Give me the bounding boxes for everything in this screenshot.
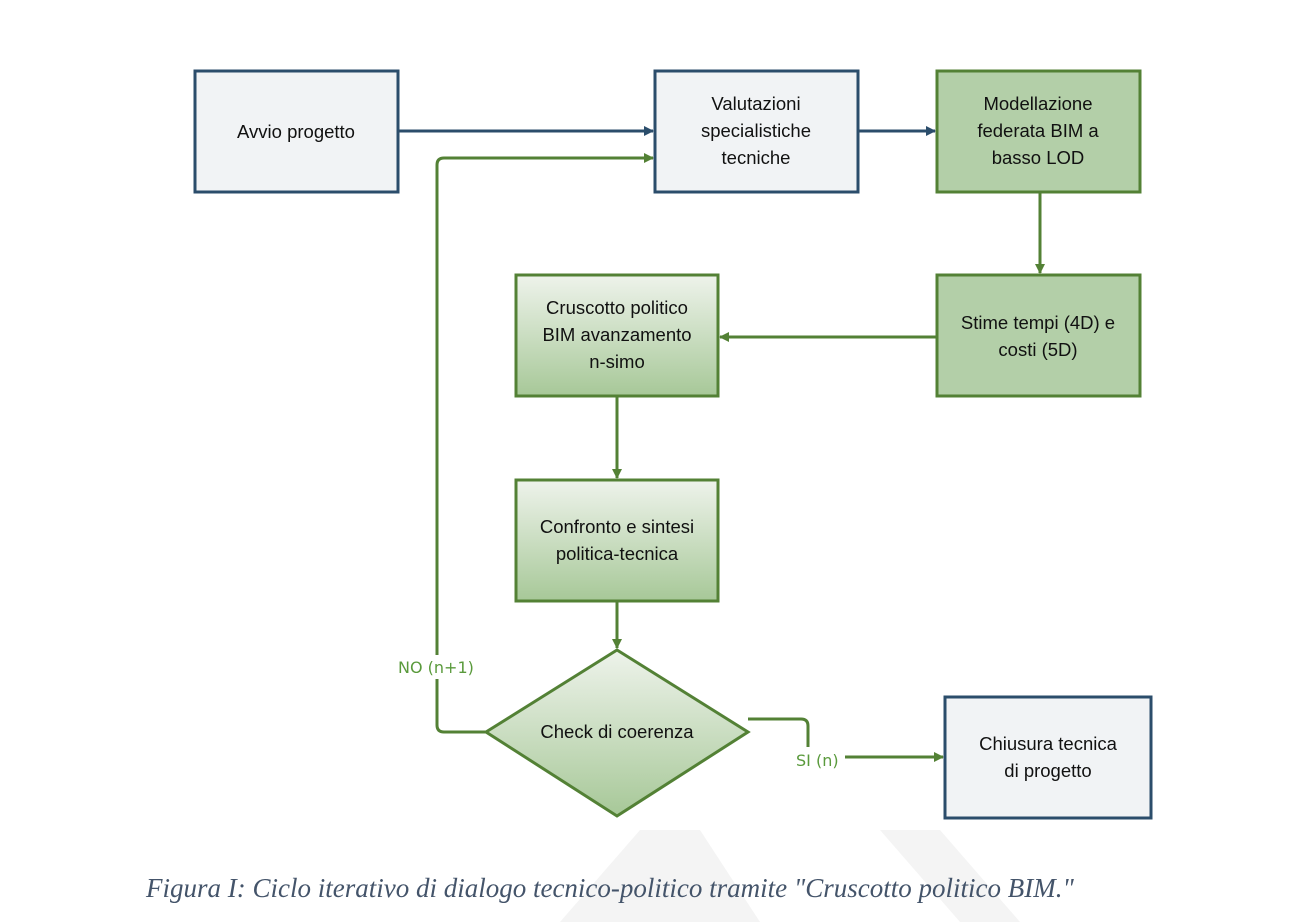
edge-label-si: SI (n) [796,751,839,770]
node-avvio: Avvio progetto [193,69,400,194]
edge-si [748,717,944,762]
watermark [560,830,1020,922]
edge-label-no: NO (n+1) [398,658,474,677]
svg-text:Avvio progetto: Avvio progetto [237,121,355,142]
edge-loop-no [435,153,654,734]
svg-text:Check di coerenza: Check di coerenza [540,721,694,742]
figure-caption: Figura I: Ciclo iterativo di dialogo tec… [146,873,1074,903]
node-check: Check di coerenza [483,648,751,818]
